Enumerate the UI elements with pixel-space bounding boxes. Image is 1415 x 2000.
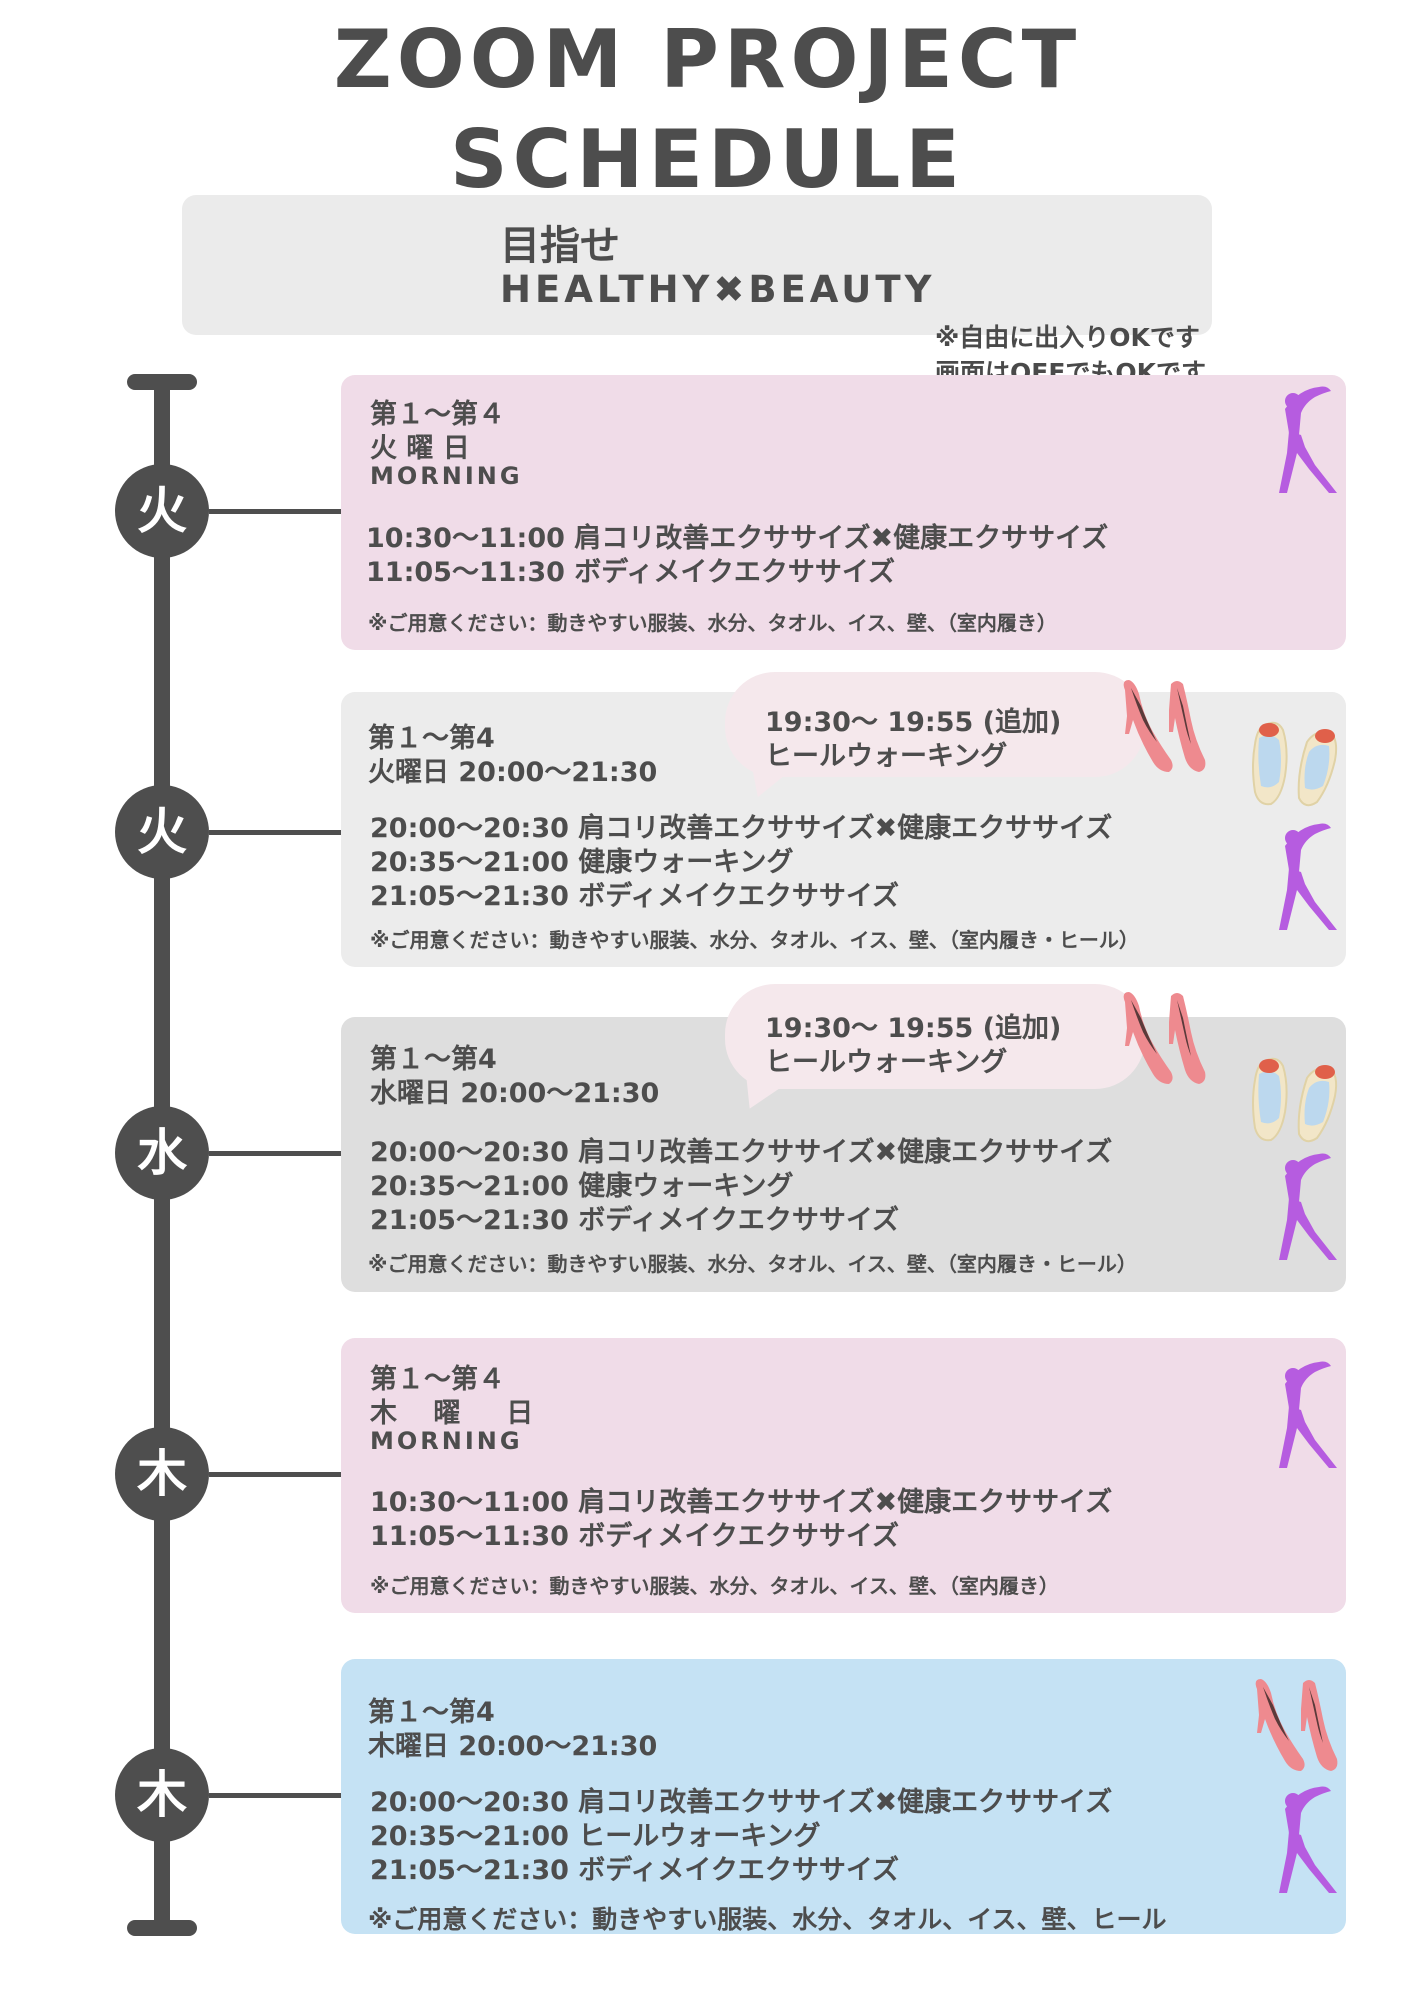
day-marker: 火: [115, 785, 209, 879]
note-line1: ※自由に出入りOKです: [935, 323, 1200, 352]
page-title-line2: SCHEDULE: [450, 113, 965, 206]
session-heading: 第１～第４: [370, 1364, 505, 1395]
timeline-connector: [209, 830, 341, 835]
day-marker: 水: [115, 1106, 209, 1200]
day-marker: 火: [115, 464, 209, 558]
requirements-note: ※ご用意ください：動きやすい服装、水分、タオル、イス、壁、ヒール: [368, 1905, 1167, 1934]
schedule-line: 21:05～21:30 ボディメイクエクササイズ: [370, 1855, 900, 1886]
timeline-connector: [209, 1472, 341, 1477]
requirements-note: ※ご用意ください：動きやすい服装、水分、タオル、イス、壁、（室内履き）: [370, 1574, 1059, 1598]
schedule-line: 20:35～21:00 ヒールウォーキング: [370, 1821, 821, 1852]
session-day-label: 火 曜 日: [370, 433, 470, 464]
speech-bubble: [725, 984, 1145, 1089]
requirements-note: ※ご用意ください：動きやすい服装、水分、タオル、イス、壁、（室内履き）: [368, 611, 1057, 635]
requirements-note: ※ご用意ください：動きやすい服装、水分、タオル、イス、壁、（室内履き・ヒール）: [370, 928, 1139, 952]
high-heels-icon: [1118, 988, 1210, 1088]
stretching-woman-icon: [1275, 385, 1345, 495]
stretching-woman-icon: [1275, 822, 1345, 932]
session-day-label: 木曜日 20:00～21:30: [368, 1731, 658, 1762]
schedule-line: 11:05～11:30 ボディメイクエクササイズ: [366, 557, 896, 588]
schedule-line: 10:30～11:00 肩コリ改善エクササイズ✖健康エクササイズ: [370, 1487, 1113, 1518]
schedule-line: 11:05～11:30 ボディメイクエクササイズ: [370, 1521, 900, 1552]
session-heading: 第１～第４: [370, 399, 505, 430]
bubble-title: ヒールウォーキング: [765, 741, 1008, 772]
session-card: [341, 1659, 1346, 1934]
motto-banner: [182, 195, 1212, 335]
high-heels-icon: [1250, 1675, 1342, 1775]
session-card: [341, 1338, 1346, 1613]
sneakers-icon: [1245, 716, 1345, 816]
stretching-woman-icon: [1275, 1152, 1345, 1262]
day-marker: 木: [115, 1427, 209, 1521]
session-heading: 第１～第4: [368, 723, 495, 754]
timeline-connector: [209, 509, 341, 514]
schedule-line: 20:00～20:30 肩コリ改善エクササイズ✖健康エクササイズ: [370, 1137, 1113, 1168]
sneakers-icon: [1245, 1052, 1345, 1152]
session-day-label: 木 曜 日: [370, 1398, 534, 1429]
requirements-note: ※ご用意ください：動きやすい服装、水分、タオル、イス、壁、（室内履き・ヒール）: [368, 1252, 1137, 1276]
bubble-time: 19:30～ 19:55 (追加): [765, 707, 1062, 738]
schedule-line: 20:00～20:30 肩コリ改善エクササイズ✖健康エクササイズ: [370, 813, 1113, 844]
session-day-label: 火曜日 20:00～21:30: [368, 757, 658, 788]
motto-line2: HEALTHY✖BEAUTY: [500, 268, 936, 311]
timeline-bottom-cap: [127, 1920, 197, 1936]
high-heels-icon: [1118, 676, 1210, 776]
bubble-time: 19:30～ 19:55 (追加): [765, 1013, 1062, 1044]
schedule-line: 20:00～20:30 肩コリ改善エクササイズ✖健康エクササイズ: [370, 1787, 1113, 1818]
schedule-line: 20:35～21:00 健康ウォーキング: [370, 1171, 794, 1202]
session-card: [341, 375, 1346, 650]
motto-line1: 目指せ: [500, 223, 620, 269]
stretching-woman-icon: [1275, 1360, 1345, 1470]
schedule-line: 20:35～21:00 健康ウォーキング: [370, 847, 794, 878]
session-period: MORNING: [370, 1427, 523, 1455]
stretching-woman-icon: [1275, 1785, 1345, 1895]
schedule-line: 21:05～21:30 ボディメイクエクササイズ: [370, 1205, 900, 1236]
schedule-line: 21:05～21:30 ボディメイクエクササイズ: [370, 881, 900, 912]
day-marker: 木: [115, 1748, 209, 1842]
session-heading: 第１～第4: [368, 1697, 495, 1728]
timeline-connector: [209, 1151, 341, 1156]
session-heading: 第１～第4: [370, 1044, 497, 1075]
speech-bubble: [725, 672, 1145, 777]
session-period: MORNING: [370, 462, 523, 490]
bubble-title: ヒールウォーキング: [765, 1047, 1008, 1078]
timeline-connector: [209, 1793, 341, 1798]
schedule-line: 10:30～11:00 肩コリ改善エクササイズ✖健康エクササイズ: [366, 523, 1109, 554]
session-day-label: 水曜日 20:00～21:30: [370, 1078, 660, 1109]
page-title-line1: ZOOM PROJECT: [333, 13, 1082, 106]
